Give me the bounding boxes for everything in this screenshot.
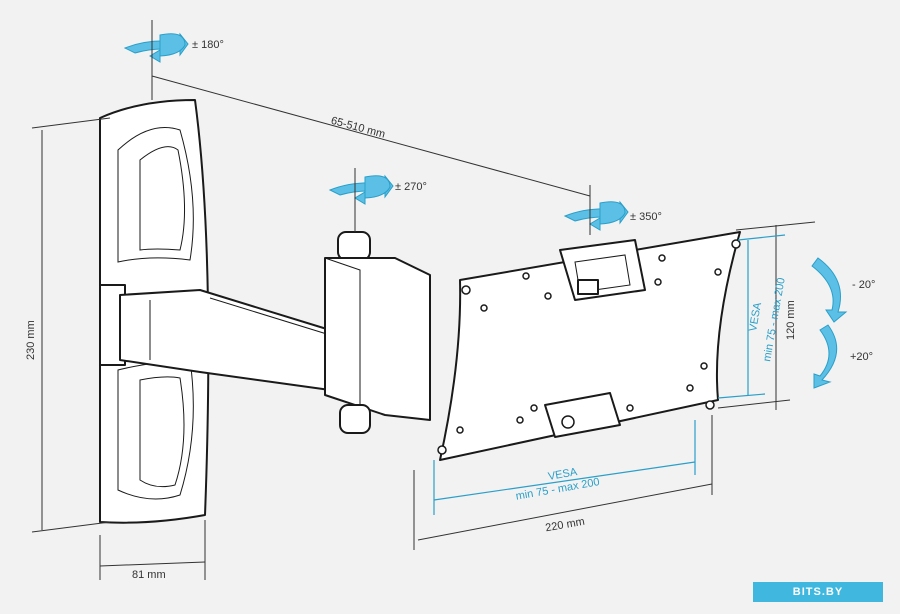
tilt-up-label: - 20° — [852, 279, 875, 291]
site-logo[interactable]: BITS.BY — [753, 582, 883, 602]
rotation-270-label: ± 270° — [395, 181, 427, 193]
dimension-lines — [31, 20, 816, 580]
tilt-arrow-up — [811, 257, 848, 323]
base-width-label: 81 mm — [132, 569, 166, 581]
vesa-plate — [437, 231, 741, 461]
rotation-arrow-right — [563, 200, 629, 231]
site-logo-text: BITS.BY — [792, 586, 844, 598]
tilt-down-label: +20° — [850, 351, 873, 363]
vesa-horizontal-title: VESA — [547, 466, 579, 483]
rotation-180-label: ± 180° — [192, 39, 224, 51]
reach-label: 65-510 mm — [330, 115, 387, 141]
plate-width-label: 220 mm — [544, 516, 585, 535]
swivel-arm — [119, 289, 331, 391]
tilt-arrow-down — [813, 324, 838, 389]
vesa-vertical-range: min 75 - max 200 — [761, 277, 788, 363]
elbow-joint — [324, 231, 431, 434]
plate-height-label: 120 mm — [785, 300, 797, 340]
rotation-arrow-mid — [328, 174, 394, 205]
rotation-350-label: ± 350° — [630, 211, 662, 223]
height-label: 230 mm — [25, 320, 37, 360]
rotation-arrow-top — [123, 32, 189, 63]
vesa-vertical-title: VESA — [747, 301, 764, 333]
